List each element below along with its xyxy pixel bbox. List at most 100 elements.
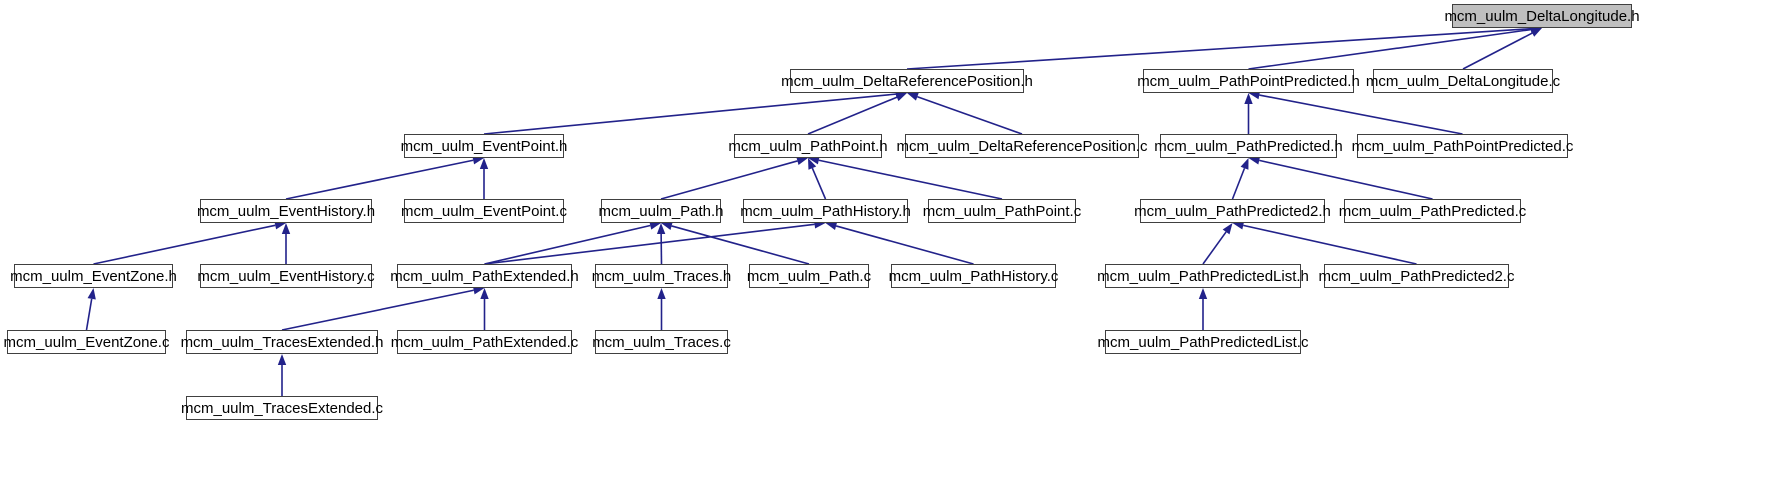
graph-node[interactable]: mcm_uulm_PathPredicted.h: [1154, 134, 1343, 158]
graph-node-label: mcm_uulm_EventHistory.h: [196, 202, 376, 220]
graph-node-label: mcm_uulm_PathPredicted.h: [1154, 137, 1343, 155]
graph-node[interactable]: mcm_uulm_DeltaReferencePosition.h: [781, 69, 1033, 93]
graph-edge-line: [484, 223, 815, 265]
graph-node-label: mcm_uulm_PathExtended.h: [390, 267, 579, 285]
graph-node-label: mcm_uulm_PathExtended.c: [390, 333, 579, 351]
graph-edge-line: [1248, 28, 1532, 70]
graph-node[interactable]: mcm_uulm_PathPredicted.c: [1339, 199, 1526, 223]
graph-edge-arrowhead: [656, 223, 666, 235]
graph-node[interactable]: mcm_uulm_PathPointPredicted.c: [1352, 134, 1573, 158]
graph-edge-line: [917, 95, 1023, 135]
graph-edge-line: [285, 159, 474, 200]
graph-node[interactable]: mcm_uulm_PathHistory.h: [740, 199, 911, 223]
graph-edge-line: [85, 298, 93, 331]
graph-edge-arrowhead: [796, 156, 808, 166]
graph-node[interactable]: mcm_uulm_PathHistory.c: [888, 264, 1059, 288]
graph-node-label: mcm_uulm_Path.h: [598, 202, 724, 220]
graph-edge-line: [483, 93, 897, 135]
graph-edge-arrowhead: [907, 92, 919, 101]
graph-edge-arrowhead: [281, 223, 291, 234]
graph-edge-arrowhead: [479, 158, 489, 169]
graph-node[interactable]: mcm_uulm_EventHistory.c: [197, 264, 375, 288]
graph-edge-line: [660, 160, 798, 200]
graph-node[interactable]: mcm_uulm_EventHistory.h: [196, 199, 376, 223]
graph-node-label: mcm_uulm_PathHistory.h: [740, 202, 911, 220]
graph-node-label: mcm_uulm_PathPredictedList.c: [1097, 333, 1309, 351]
graph-edge-arrowhead: [1240, 158, 1249, 170]
graph-node[interactable]: mcm_uulm_EventZone.h: [10, 264, 177, 288]
graph-edge-line: [1259, 94, 1463, 135]
graph-edge-line: [484, 224, 651, 265]
graph-node[interactable]: mcm_uulm_EventPoint.c: [401, 199, 567, 223]
graph-node[interactable]: mcm_uulm_Traces.c: [592, 330, 731, 354]
graph-node-label: mcm_uulm_EventZone.h: [10, 267, 177, 285]
graph-edge-line: [807, 96, 898, 135]
graph-node-label: mcm_uulm_EventPoint.h: [400, 137, 568, 155]
graph-edge-arrowhead: [825, 221, 838, 230]
graph-node-label: mcm_uulm_DeltaReferencePosition.h: [781, 72, 1033, 90]
graph-node-label: mcm_uulm_EventZone.c: [3, 333, 170, 351]
graph-edge-arrowhead: [277, 354, 287, 365]
graph-node-label: mcm_uulm_DeltaLongitude.c: [1365, 72, 1561, 90]
graph-edge-line: [93, 224, 276, 265]
graph-node-label: mcm_uulm_PathPointPredicted.h: [1137, 72, 1360, 90]
graph-edge-arrowhead: [480, 288, 489, 299]
graph-edge-arrowhead: [1198, 288, 1208, 299]
graph-node-label: mcm_uulm_PathHistory.c: [888, 267, 1059, 285]
graph-node[interactable]: mcm_uulm_PathPredictedList.h: [1097, 264, 1309, 288]
graph-node[interactable]: mcm_uulm_DeltaLongitude.c: [1366, 69, 1560, 93]
graph-node-label: mcm_uulm_PathPredictedList.h: [1097, 267, 1309, 285]
graph-node[interactable]: mcm_uulm_PathPredicted2.h: [1134, 199, 1331, 223]
graph-node[interactable]: mcm_uulm_Traces.h: [591, 264, 732, 288]
graph-node[interactable]: mcm_uulm_TracesExtended.c: [181, 396, 383, 420]
graph-node-label: mcm_uulm_Traces.h: [591, 267, 732, 285]
graph-node[interactable]: mcm_uulm_PathPointPredicted.h: [1137, 69, 1360, 93]
graph-node[interactable]: mcm_uulm_DeltaReferencePosition.c: [897, 134, 1147, 158]
graph-node[interactable]: mcm_uulm_PathPredictedList.c: [1098, 330, 1308, 354]
graph-node[interactable]: mcm_uulm_DeltaLongitude.h: [1444, 4, 1640, 28]
graph-node[interactable]: mcm_uulm_PathExtended.c: [391, 330, 578, 354]
graph-edge-arrowhead: [1530, 28, 1542, 37]
graph-edge-arrowhead: [661, 221, 673, 230]
graph-node[interactable]: mcm_uulm_PathPredicted2.c: [1319, 264, 1514, 288]
graph-node-label: mcm_uulm_PathPoint.c: [922, 202, 1082, 220]
graph-edge-line: [811, 167, 827, 200]
graph-node-label: mcm_uulm_PathPointPredicted.c: [1351, 137, 1574, 155]
graph-edge-line: [906, 27, 1532, 70]
graph-node[interactable]: mcm_uulm_PathPoint.c: [923, 199, 1081, 223]
graph-edge-arrowhead: [1244, 93, 1253, 104]
graph-edge-arrowhead: [808, 158, 817, 170]
graph-node[interactable]: mcm_uulm_Path.c: [746, 264, 872, 288]
graph-edge-line: [281, 289, 474, 331]
graph-node-label: mcm_uulm_DeltaLongitude.h: [1444, 7, 1640, 25]
graph-node-label: mcm_uulm_PathPredicted2.c: [1318, 267, 1515, 285]
graph-node-label: mcm_uulm_Path.c: [746, 267, 872, 285]
graph-node-label: mcm_uulm_EventHistory.c: [197, 267, 375, 285]
graph-node-label: mcm_uulm_TracesExtended.c: [180, 399, 384, 417]
graph-node[interactable]: mcm_uulm_EventZone.c: [4, 330, 169, 354]
graph-node-label: mcm_uulm_PathPredicted.c: [1338, 202, 1527, 220]
graph-edge-arrowhead: [657, 288, 666, 299]
graph-node-label: mcm_uulm_PathPredicted2.h: [1134, 202, 1331, 220]
graph-edge-line: [1259, 159, 1433, 200]
graph-edge-line: [818, 159, 1003, 200]
graph-node-label: mcm_uulm_TracesExtended.h: [180, 333, 384, 351]
graph-node[interactable]: mcm_uulm_EventPoint.h: [401, 134, 567, 158]
graph-edge-arrowhead: [87, 288, 96, 300]
graph-node-label: mcm_uulm_PathPoint.h: [728, 137, 888, 155]
graph-node[interactable]: mcm_uulm_Path.h: [598, 199, 724, 223]
graph-node[interactable]: mcm_uulm_PathExtended.h: [390, 264, 579, 288]
graph-node[interactable]: mcm_uulm_PathPoint.h: [728, 134, 888, 158]
graph-edge-line: [671, 225, 810, 265]
graph-edge-arrowhead: [895, 93, 907, 102]
graph-edge-line: [1462, 32, 1533, 70]
graph-edge-line: [1231, 167, 1246, 200]
graph-node-label: mcm_uulm_Traces.c: [592, 333, 731, 351]
graph-node[interactable]: mcm_uulm_TracesExtended.h: [181, 330, 383, 354]
graph-edge-line: [1243, 224, 1417, 265]
graph-edge-arrowhead: [1222, 223, 1233, 235]
graph-edge-line: [835, 225, 974, 265]
graph-edge-line: [1202, 231, 1227, 265]
graph-node-label: mcm_uulm_EventPoint.c: [401, 202, 567, 220]
